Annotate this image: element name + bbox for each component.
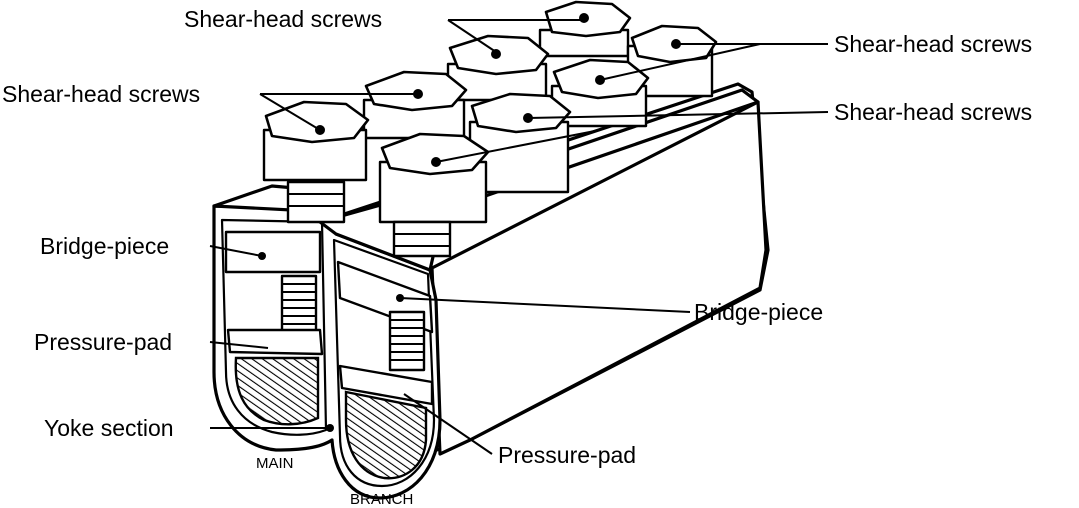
leader-lines	[209, 19, 829, 455]
label-shear-head-screws-right-lower: Shear-head screws	[834, 99, 1032, 125]
shear-head-screw	[378, 132, 490, 224]
shear-head-screw	[446, 34, 550, 102]
screw-neck-left	[286, 180, 346, 224]
screw-neck-right	[392, 220, 452, 258]
threaded-shank-left	[280, 274, 318, 336]
shear-head-screw	[626, 24, 718, 98]
label-branch: BRANCH	[350, 491, 413, 508]
label-shear-head-screws-left: Shear-head screws	[2, 81, 200, 107]
label-pressure-pad-right: Pressure-pad	[498, 442, 636, 468]
label-yoke-section: Yoke section	[44, 415, 174, 441]
shear-head-screw	[362, 70, 468, 140]
label-main: MAIN	[256, 455, 294, 472]
label-bridge-piece-left: Bridge-piece	[40, 233, 169, 259]
pressure-pad-right	[338, 364, 434, 406]
label-shear-head-screws-right-upper: Shear-head screws	[834, 31, 1032, 57]
main-conductor	[234, 356, 320, 426]
branch-conductor	[344, 390, 428, 480]
label-pressure-pad-left: Pressure-pad	[34, 329, 172, 355]
shear-head-screw	[538, 0, 632, 58]
threaded-shank-right	[388, 310, 426, 372]
pressure-pad-left	[226, 328, 324, 356]
shear-head-screw	[468, 92, 572, 194]
label-bridge-piece-right: Bridge-piece	[694, 299, 823, 325]
label-shear-head-screws-top: Shear-head screws	[184, 6, 382, 32]
shear-head-screw	[262, 100, 370, 182]
